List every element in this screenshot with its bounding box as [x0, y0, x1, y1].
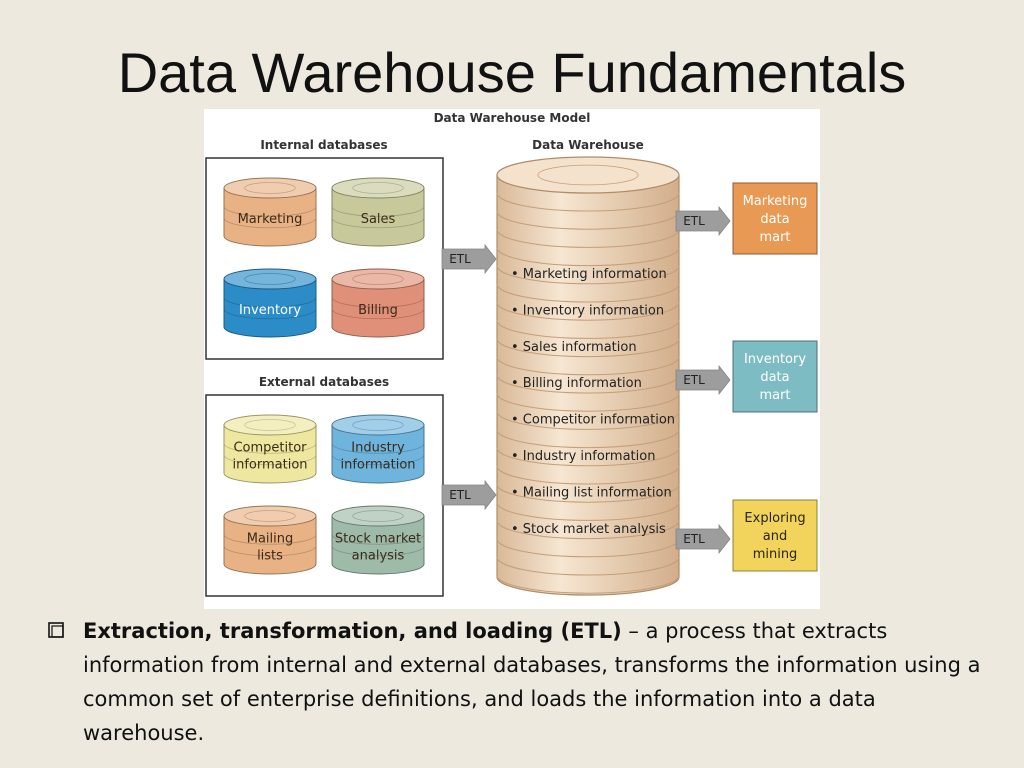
etl-term: Extraction, transformation, and loading …	[83, 619, 622, 643]
data-mart-box: Inventory data mart	[732, 340, 818, 413]
external-database-cylinders: Competitor information Industry information…	[223, 414, 425, 575]
etl-label: ETL	[683, 373, 705, 387]
database-cylinder: Competitor information	[223, 414, 317, 484]
checkbox-bullet-icon	[48, 622, 64, 638]
data-mart-label: mart	[759, 230, 790, 245]
warehouse-ring	[496, 283, 680, 303]
database-label: Mailing	[247, 532, 294, 547]
warehouse-item: • Billing information	[511, 376, 642, 391]
warehouse-ring	[496, 447, 680, 467]
warehouse-item: • Stock market analysis	[511, 522, 666, 537]
warehouse-ring	[496, 520, 680, 540]
data-mart-label: and	[763, 529, 787, 544]
etl-label: ETL	[449, 488, 471, 502]
warehouse-ring	[496, 465, 680, 485]
database-label: Billing	[358, 303, 398, 318]
database-cylinder: Industry information	[331, 414, 425, 484]
model-title: Data Warehouse Model	[434, 111, 591, 125]
warehouse-ring	[496, 265, 680, 285]
data-mart-label: Inventory	[744, 352, 806, 367]
data-mart-label: mining	[753, 547, 798, 562]
data-warehouse-header: Data Warehouse	[532, 138, 644, 152]
database-label: information	[340, 458, 415, 473]
warehouse-item: • Marketing information	[511, 267, 667, 282]
etl-arrow: ETL	[441, 243, 497, 275]
slide-title: Data Warehouse Fundamentals	[117, 41, 907, 104]
database-cylinder: Inventory	[223, 268, 317, 338]
data-mart-label: mart	[759, 388, 790, 403]
data-mart-box: Exploring and mining	[732, 499, 818, 572]
etl-arrow: ETL	[675, 523, 731, 555]
database-cylinder: Stock market analysis	[331, 505, 425, 575]
warehouse-item: • Competitor information	[511, 413, 675, 428]
data-mart-label: Exploring	[744, 511, 805, 526]
warehouse-ring	[496, 211, 680, 230]
warehouse-ring	[496, 320, 680, 339]
warehouse-ring	[496, 393, 680, 412]
database-cylinder: Marketing	[223, 177, 317, 247]
etl-label: ETL	[683, 532, 705, 546]
warehouse-ring	[496, 502, 680, 521]
etl-label: ETL	[683, 214, 705, 228]
warehouse-ring	[496, 411, 680, 430]
warehouse-item: • Inventory information	[511, 303, 664, 318]
database-label: Marketing	[238, 212, 303, 227]
warehouse-ring	[496, 484, 680, 503]
database-label: Competitor	[233, 441, 307, 456]
warehouse-item: • Mailing list information	[511, 485, 672, 500]
warehouse-ring	[496, 247, 680, 267]
database-label: lists	[257, 549, 283, 564]
etl-definition-bullet: Extraction, transformation, and loading …	[48, 614, 998, 750]
database-label: Stock market	[335, 532, 421, 547]
data-warehouse-model-figure: Data Warehouse Model Internal databases …	[204, 109, 820, 609]
warehouse-top	[496, 156, 680, 194]
database-label: Industry	[351, 441, 405, 456]
warehouse-ring	[496, 556, 680, 576]
data-warehouse-cylinder: • Marketing information • Inventory infor…	[496, 156, 680, 596]
database-label: analysis	[352, 549, 405, 564]
warehouse-body	[496, 174, 680, 596]
warehouse-ring	[496, 538, 680, 558]
database-label: Sales	[361, 212, 396, 227]
data-mart-label: Marketing	[743, 194, 808, 209]
database-cylinder: Mailing lists	[223, 505, 317, 575]
etl-arrow: ETL	[675, 205, 731, 237]
warehouse-item: • Industry information	[511, 449, 655, 464]
internal-databases-header: Internal databases	[260, 138, 387, 152]
warehouse-ring	[496, 229, 680, 248]
warehouse-ring	[496, 356, 680, 376]
warehouse-ring	[496, 192, 680, 212]
database-label: Inventory	[239, 303, 301, 318]
etl-arrow: ETL	[675, 364, 731, 396]
warehouse-ring	[496, 429, 680, 449]
external-databases-header: External databases	[259, 375, 389, 389]
data-marts: MarketingdatamartInventorydatamartExplor…	[732, 182, 818, 572]
warehouse-item: • Sales information	[511, 340, 637, 355]
warehouse-ring	[496, 575, 680, 594]
database-label: information	[232, 458, 307, 473]
data-mart-label: data	[760, 212, 789, 227]
data-mart-label: data	[760, 370, 789, 385]
etl-definition: – a process that extracts information fr…	[83, 619, 981, 745]
data-mart-box: Marketing data mart	[732, 182, 818, 255]
etl-label: ETL	[449, 252, 471, 266]
database-cylinder: Billing	[331, 268, 425, 338]
warehouse-ring	[496, 302, 680, 321]
etl-arrows: ETL ETL ETL ETL ETL	[441, 205, 731, 555]
warehouse-top-inner	[537, 164, 639, 186]
database-cylinder: Sales	[331, 177, 425, 247]
warehouse-ring	[496, 338, 680, 358]
etl-arrow: ETL	[441, 479, 497, 511]
warehouse-ring	[496, 374, 680, 394]
